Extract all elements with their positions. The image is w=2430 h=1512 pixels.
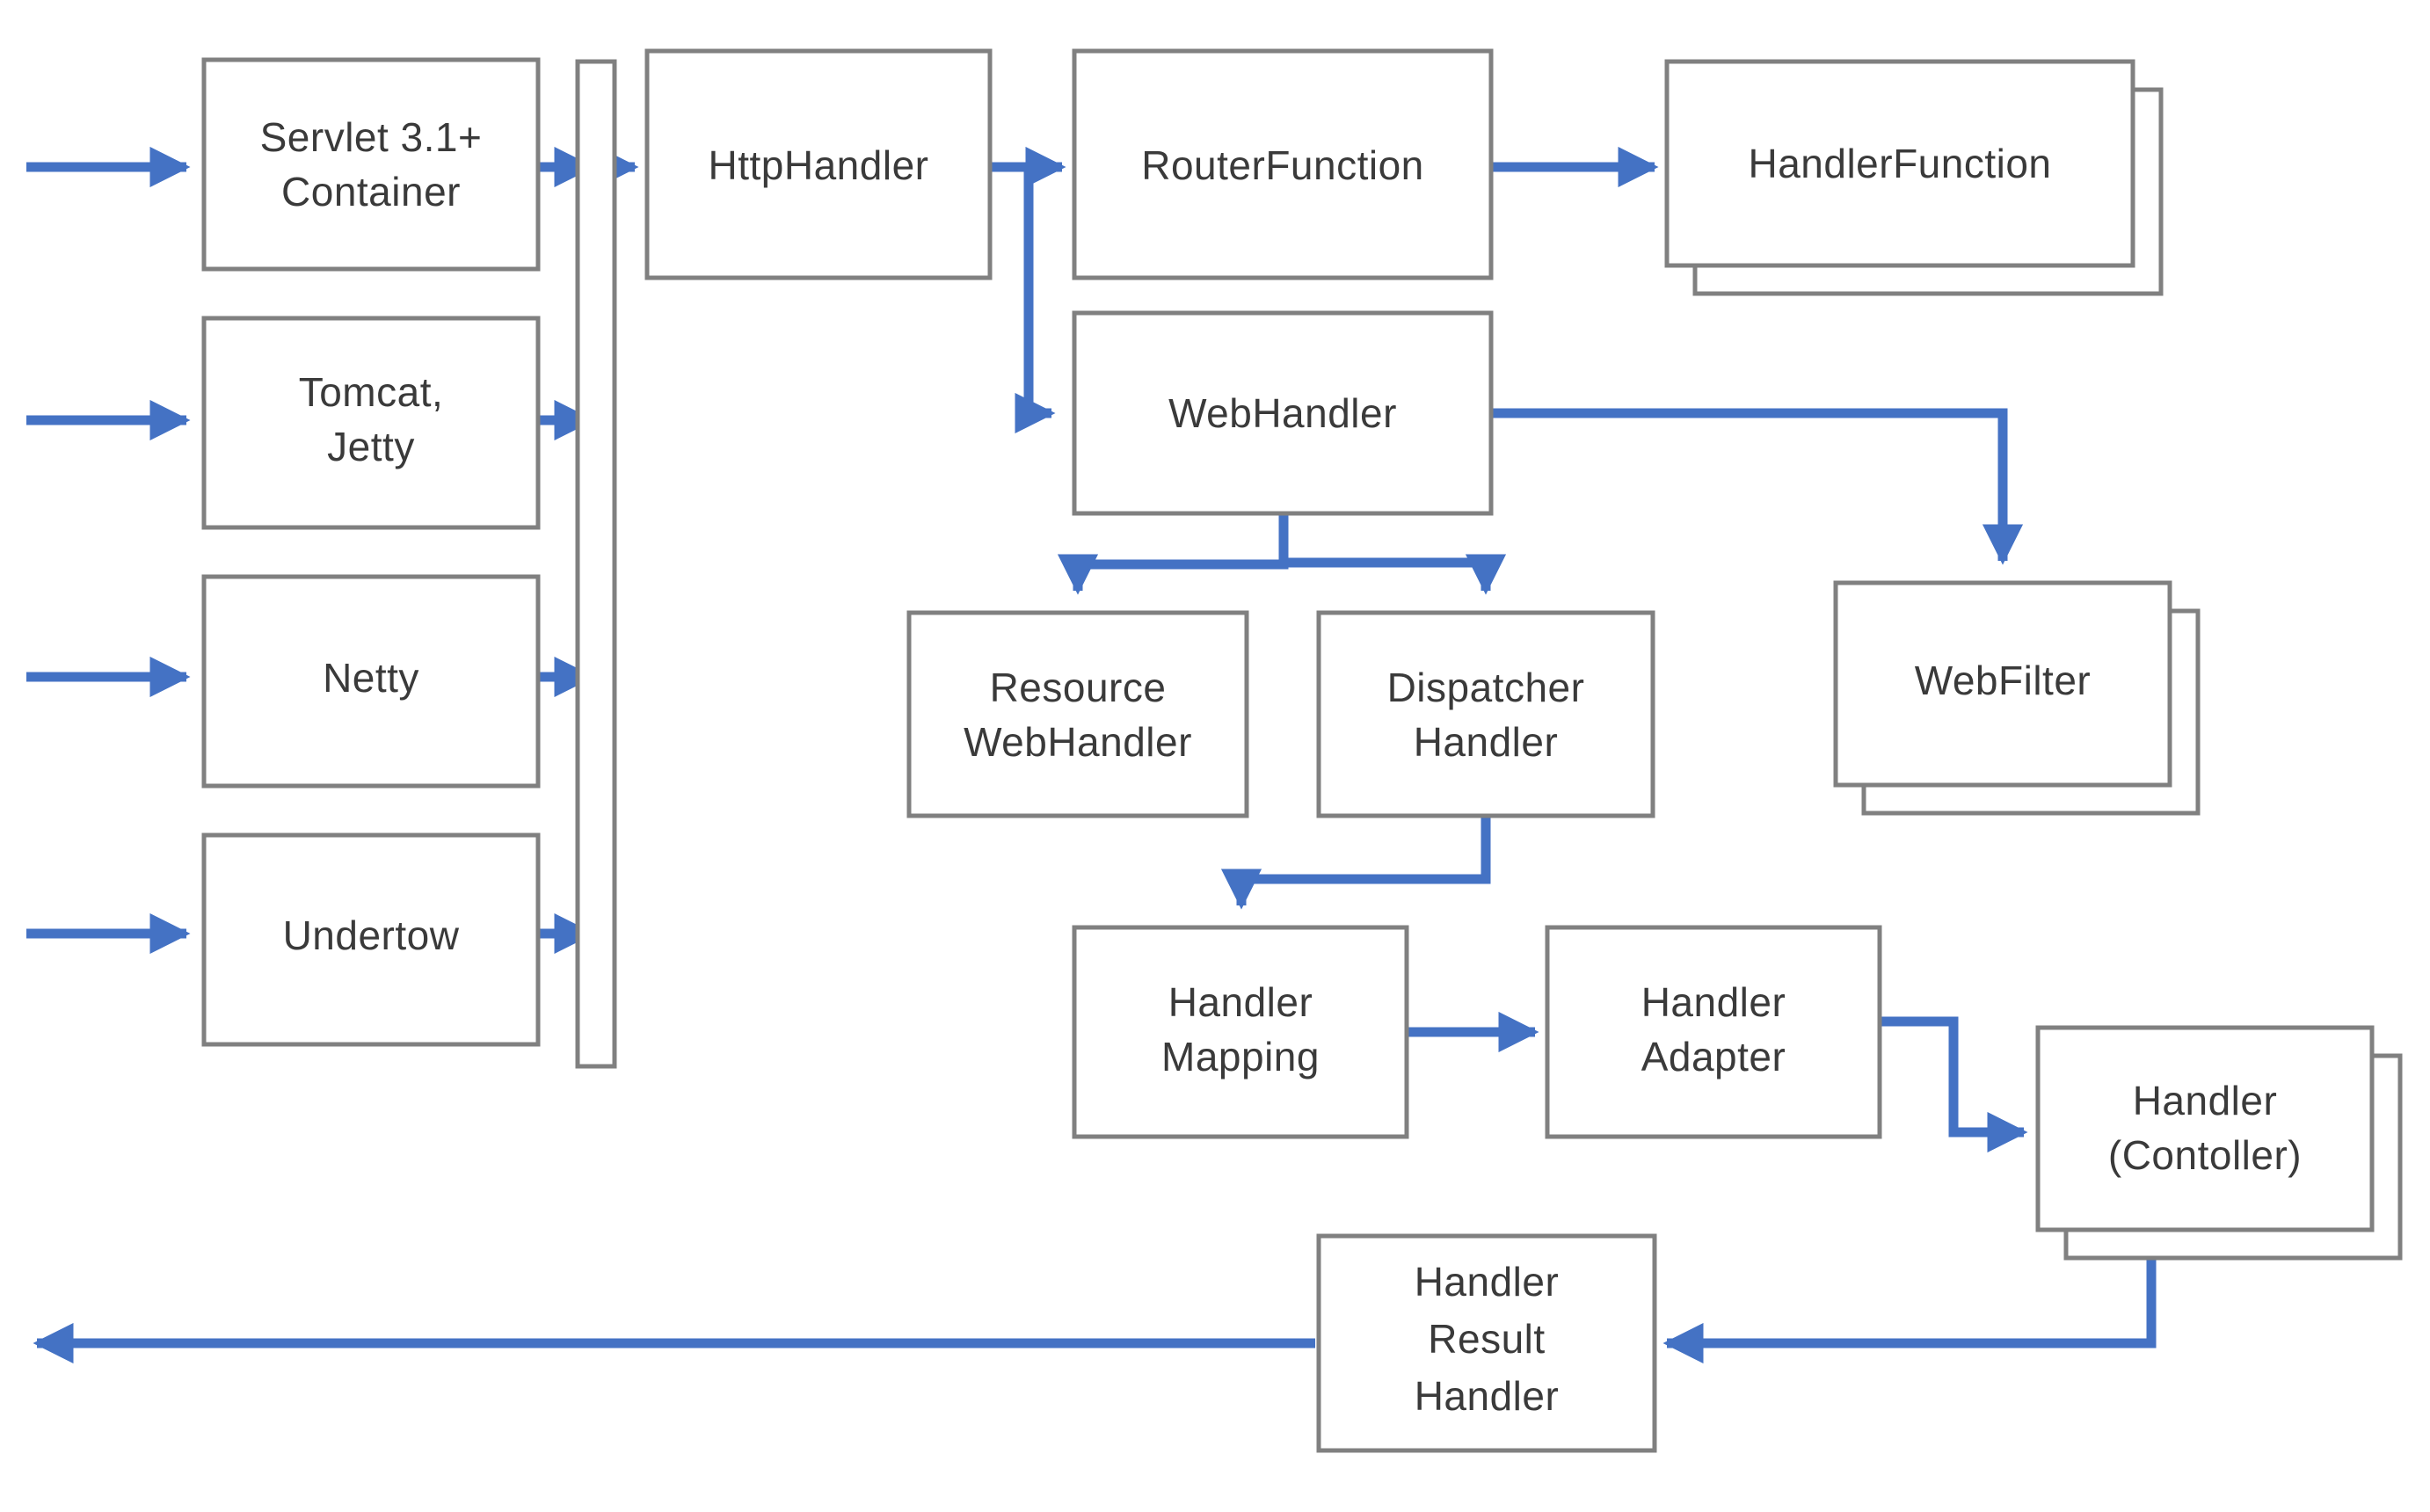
node-label-handler-result-handler-line3: Handler [1415, 1373, 1560, 1419]
node-label-servlet-container-line2: Container [281, 169, 461, 214]
node-label-netty: Netty [323, 655, 419, 701]
node-adapter-bar[interactable] [575, 59, 617, 1069]
node-label-handler-adapter-line1: Handler [1641, 979, 1786, 1025]
node-label-handler-mapping-line2: Mapping [1161, 1034, 1320, 1079]
node-label-resource-web-handler-line2: WebHandler [964, 719, 1192, 765]
node-label-http-handler: HttpHandler [709, 142, 929, 188]
connector-handleradapter-to-handlercontroller [1881, 1016, 2028, 1153]
node-dispatcher-handler[interactable]: Dispatcher Handler [1316, 610, 1655, 818]
node-web-filter-stack-front [1833, 580, 2172, 788]
node-handler-function-stack-front [1664, 59, 2135, 268]
node-router-function[interactable]: RouterFunction [1072, 48, 1494, 280]
node-handler-adapter[interactable]: Handler Adapter [1545, 925, 1882, 1139]
node-label-handler-adapter-line2: Adapter [1641, 1034, 1786, 1079]
connector-handlercontroller-to-handlerresulthandler [1662, 1230, 2157, 1364]
node-handler-controller-stack-front [2035, 1025, 2375, 1232]
node-label-resource-web-handler-line1: Resource [990, 665, 1167, 710]
node-servlet-container[interactable]: Servlet 3.1+ Container [201, 57, 541, 272]
node-handler-result-handler[interactable]: Handler Result Handler [1316, 1233, 1657, 1453]
node-label-undertow: Undertow [283, 912, 460, 958]
node-label-handler-controller-line1: Handler [2133, 1078, 2278, 1123]
node-label-dispatcher-handler-line1: Dispatcher [1387, 665, 1585, 710]
node-handler-function[interactable]: HandlerFunction [1664, 59, 2164, 296]
node-label-tomcat-jetty-line2: Jetty [327, 424, 415, 469]
node-label-web-filter: WebFilter [1915, 658, 2091, 703]
node-label-handler-mapping-line1: Handler [1168, 979, 1313, 1025]
node-web-handler[interactable]: WebHandler [1072, 310, 1494, 516]
node-label-handler-result-handler-line1: Handler [1415, 1259, 1560, 1305]
node-http-handler[interactable]: HttpHandler [644, 48, 993, 280]
node-handler-mapping[interactable]: Handler Mapping [1072, 925, 1409, 1139]
node-tomcat-jetty[interactable]: Tomcat, Jetty [201, 316, 541, 530]
connector-webhandler-to-webfilter [1493, 408, 2024, 565]
node-label-dispatcher-handler-line2: Handler [1414, 719, 1559, 765]
node-web-filter[interactable]: WebFilter [1833, 580, 2201, 816]
node-label-handler-function: HandlerFunction [1748, 141, 2051, 186]
node-label-handler-result-handler-line2: Result [1428, 1316, 1545, 1362]
connector-dispatcherhandler-to-handlermapping [1220, 818, 1491, 910]
node-netty[interactable]: Netty [201, 574, 541, 789]
node-handler-controller[interactable]: Handler (Contoller) [2035, 1025, 2403, 1261]
node-undertow[interactable]: Undertow [201, 832, 541, 1047]
node-resource-web-handler[interactable]: Resource WebHandler [906, 610, 1249, 818]
node-label-handler-controller-line2: (Contoller) [2108, 1132, 2302, 1178]
node-label-tomcat-jetty-line1: Tomcat, [299, 369, 444, 415]
connector-httphandler-to-webhandler [1015, 167, 1056, 434]
node-label-web-handler: WebHandler [1168, 390, 1397, 436]
node-label-router-function: RouterFunction [1141, 142, 1424, 188]
node-label-servlet-container-line1: Servlet 3.1+ [260, 114, 483, 160]
connector-webhandler-split [1057, 515, 1507, 595]
